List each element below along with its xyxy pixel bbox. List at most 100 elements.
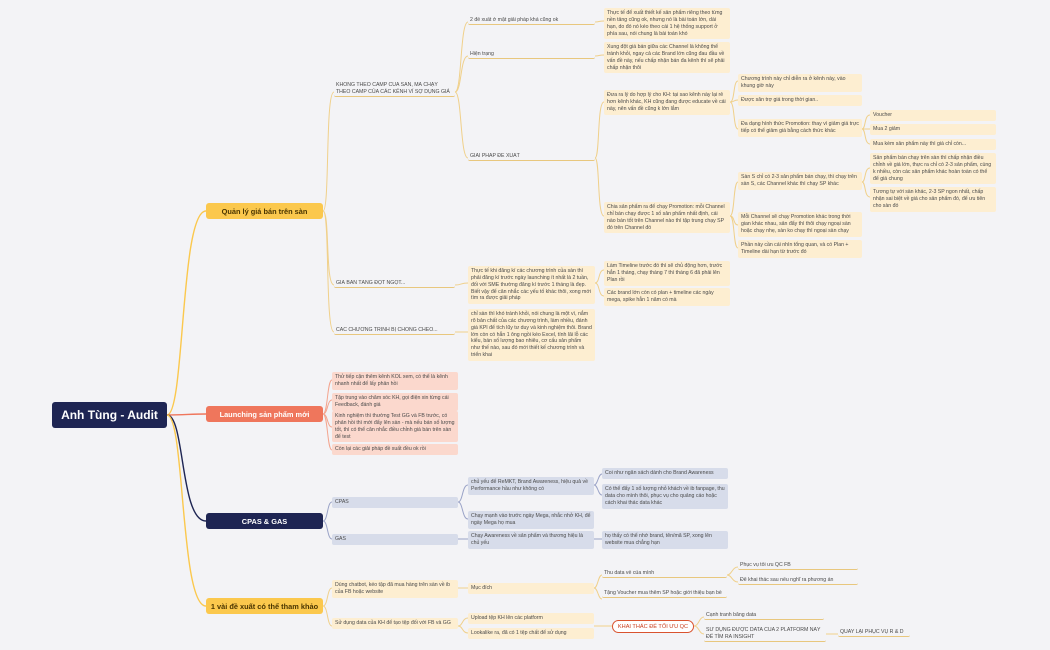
branch-cpas-gas[interactable]: CPAS & GAS [206, 513, 323, 529]
connector [166, 414, 207, 522]
branch-launching[interactable]: Launching sản phẩm mới [206, 406, 323, 422]
node-overview-plan[interactable]: Phần này cần cái nhìn tổng quan, và có P… [738, 240, 862, 258]
node-promotion-types[interactable]: Đa dạng hình thức Promotion: thay vì giả… [738, 119, 862, 137]
node-channel-only[interactable]: Chương trình này chỉ diễn ra ở kênh này,… [738, 74, 862, 92]
node-current-state[interactable]: Hiện trạng [468, 51, 595, 59]
node-exploit-later[interactable]: Để khai thác sau nếu nghĩ ra phương án [738, 577, 858, 585]
node-cpas[interactable]: CPAS [332, 497, 458, 508]
connector [693, 616, 705, 627]
connector [861, 128, 871, 145]
node-gas[interactable]: GAS [332, 534, 458, 545]
connector [322, 399, 333, 415]
node-cpas-remkt[interactable]: chủ yếu để ReMKT, Brand Awareness, hiệu … [468, 477, 594, 495]
node-2-proposals[interactable]: 2 đề xuất ở mặt giải pháp khá cũng ok [468, 17, 595, 25]
node-not-follow-camp[interactable]: KHÔNG THEO CAMP CỦA SÀN, MÀ CHẠY THEO CA… [334, 82, 455, 97]
connector [322, 413, 333, 451]
connector [726, 574, 739, 583]
connector [594, 282, 605, 297]
node-register-early[interactable]: Thực tế khi đăng kí các chương trình của… [468, 266, 595, 305]
node-voucher-referral[interactable]: Tặng Voucher mua thêm SP hoặc giới thiệu… [602, 590, 727, 598]
connector [594, 101, 605, 159]
node-kol[interactable]: Thử tiếp cận thêm kênh KOL xem, có thể l… [332, 372, 458, 390]
node-overlapping-programs[interactable]: CÁC CHƯƠNG TRÌNH BỊ CHỒNG CHÉO... [334, 327, 455, 335]
node-upload-audience[interactable]: Upload tệp KH lên các platform [468, 613, 594, 624]
node-exploit-optimize-ads[interactable]: KHAI THÁC ĐỂ TỐI ƯU QC [612, 620, 694, 633]
node-lookalike[interactable]: Lookalike ra, đã có 1 tệp chất để sử dụn… [468, 628, 594, 639]
connector [729, 101, 739, 130]
connector [457, 501, 469, 520]
node-fanpage-data[interactable]: Có thể đẩy 1 số lượng nhỏ khách về ib fa… [602, 484, 728, 509]
connector [729, 181, 739, 217]
node-different-promotion-time[interactable]: Mỗi Channel sẽ chạy Promotion khác trong… [738, 212, 862, 237]
node-purpose[interactable]: Mục đích [468, 583, 594, 594]
connector [166, 414, 207, 607]
node-kpi-experience[interactable]: chỉ sàn thì khó tránh khỏi, nói chung là… [468, 309, 595, 362]
connector [726, 566, 739, 576]
connector [594, 20, 605, 23]
connector [593, 473, 603, 486]
node-bundle[interactable]: Mua kèm sản phẩm này thì giá chỉ còn... [870, 139, 996, 150]
connector [593, 587, 603, 600]
node-timeline[interactable]: Làm Timeline trước đó thì sẽ chủ động hơ… [604, 261, 730, 286]
connector [322, 379, 333, 415]
connector [322, 91, 335, 212]
connector [322, 501, 333, 522]
connector [861, 167, 871, 183]
node-proposed-solution[interactable]: GIẢI PHÁP ĐỀ XUẤT [468, 153, 595, 161]
connector [322, 587, 333, 607]
connector [729, 80, 739, 103]
node-customer-care[interactable]: Tập trung vào chăm sóc KH, gọi điện xin … [332, 393, 458, 411]
connector [457, 484, 469, 503]
node-split-products[interactable]: Chia sản phẩm ra để chạy Promotion: mỗi … [604, 202, 730, 234]
connector [861, 181, 871, 198]
root-node[interactable]: Anh Tùng - Audit [52, 402, 167, 428]
node-chatbot[interactable]: Dùng chatbot, kéo tập đã mua hàng trên s… [332, 580, 458, 598]
connector [454, 282, 469, 286]
branch-suggestions[interactable]: 1 vài đề xuất có thể tham khảo [206, 598, 323, 614]
node-price-conflict[interactable]: Xung đột giá bán giữa các Channel là khô… [604, 42, 730, 74]
node-other-ok[interactable]: Còn lại các giải pháp đề xuất đều ok rồi [332, 444, 458, 455]
node-compete-data[interactable]: Cạnh tranh bằng data [704, 612, 824, 620]
node-other-channels[interactable]: Tương tự với sàn khác, 2-3 SP ngon nhất,… [870, 187, 996, 212]
node-big-brands-plan[interactable]: Các brand lớn còn có plan + timeline các… [604, 288, 730, 306]
connector [729, 99, 739, 103]
connector [166, 413, 207, 416]
node-customer-data-audience[interactable]: Sử dụng data của KH để tạo tệp đối với F… [332, 618, 458, 629]
connector [322, 210, 335, 333]
connector [593, 484, 603, 496]
connector [693, 625, 705, 635]
node-back-to-rnd[interactable]: QUAY LẠI PHỤC VỤ R & D [838, 629, 910, 637]
connector [594, 157, 605, 217]
connector [322, 605, 333, 627]
connector [454, 55, 469, 93]
connector [593, 574, 603, 589]
node-brand-awareness-budget[interactable]: Coi như ngân sách dành cho Brand Awarene… [602, 468, 728, 479]
node-subsidy[interactable]: Được săn trợ giá trong thời gian.. [738, 95, 862, 106]
branch-price-management[interactable]: Quản lý giá bán trên sàn [206, 203, 323, 219]
connector [594, 54, 605, 57]
connector [594, 269, 605, 284]
node-test-gg-fb[interactable]: Kinh nghiệm thì thường Test GG và FB trư… [332, 411, 458, 443]
node-reason-for-customer[interactable]: Đưa ra lý do hợp lý cho KH: tại sao kênh… [604, 90, 730, 115]
connector [861, 114, 871, 130]
node-optimize-fb-ads[interactable]: Phục vụ tối ưu QC FB [738, 562, 858, 570]
node-design-product[interactable]: Thực tế để xuất thiết kế sản phẩm riêng … [604, 8, 730, 40]
connector [454, 91, 469, 159]
node-remember-brand[interactable]: họ thấy có thể nhớ brand, tên/mã SP, xon… [602, 531, 728, 549]
connector [729, 215, 739, 249]
node-sudden-price[interactable]: GIÁ BÁN TĂNG ĐỘT NGỘT... [334, 280, 455, 288]
connector [457, 625, 469, 634]
node-best-sellers-price[interactable]: Sản phẩm bán chạy trên sàn thì chấp nhận… [870, 153, 996, 185]
connector [322, 210, 335, 286]
node-voucher[interactable]: Voucher [870, 110, 996, 121]
node-gas-awareness[interactable]: Chạy Awareness về sản phẩm và thương hiệ… [468, 531, 594, 549]
node-channel-s[interactable]: Sàn S chỉ có 2-3 sản phẩm bán chạy, thì … [738, 172, 862, 190]
node-buy-2[interactable]: Mua 2 giảm [870, 124, 996, 135]
connector [457, 617, 469, 627]
connector [322, 520, 333, 540]
node-use-platform-data[interactable]: SỬ DỤNG ĐƯỢC DATA CỦA 2 PLATFORM NÀY ĐỂ … [704, 627, 826, 642]
node-mega-day[interactable]: Chạy mạnh vào trước ngày Mega, nhắc nhở … [468, 511, 594, 529]
node-collect-data[interactable]: Thu data về của mình [602, 570, 727, 578]
